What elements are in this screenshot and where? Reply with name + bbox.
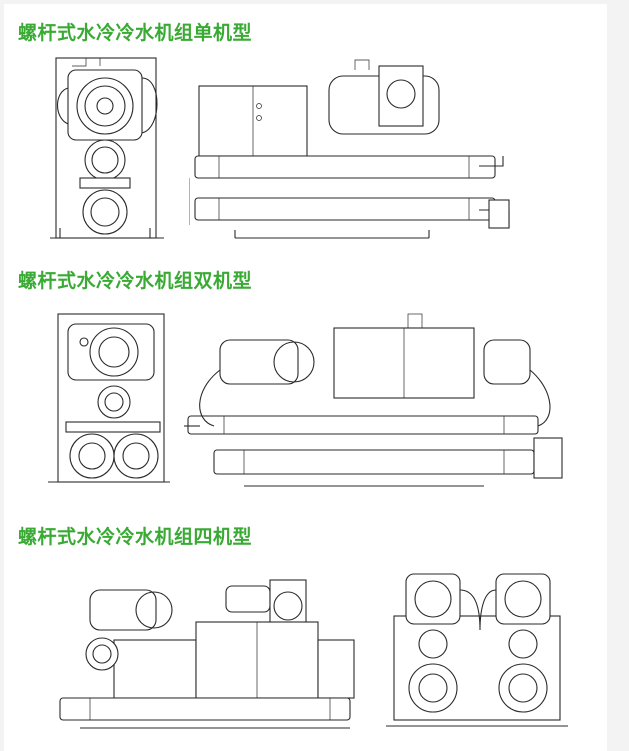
dual-unit-side-view	[184, 310, 574, 490]
quad-unit-end-view	[384, 560, 570, 732]
single-unit-side-view	[189, 50, 519, 246]
section-title-single: 螺杆式水冷冷水机组单机型	[18, 22, 253, 44]
section-title-dual: 螺杆式水冷冷水机组双机型	[18, 270, 253, 292]
single-unit-end-view	[50, 48, 170, 248]
section-title-quad: 螺杆式水冷冷水机组四机型	[18, 526, 253, 548]
dual-unit-end-view	[44, 308, 174, 488]
brochure-sheet: 螺杆式水冷冷水机组单机型	[4, 4, 607, 751]
quad-unit-side-view	[50, 560, 370, 732]
